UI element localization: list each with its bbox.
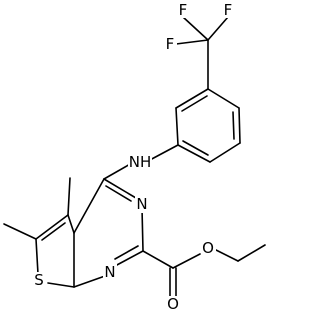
bond-c2-n1 — [114, 250, 144, 267]
bond-n3-c2 — [141, 207, 144, 252]
bond-ph-3 — [209, 142, 241, 163]
bond-c5-methyl — [67, 177, 71, 216]
atom-s: S — [34, 271, 44, 289]
bond-ph-2 — [238, 107, 241, 144]
bond-cf3-f-top-left — [182, 16, 209, 41]
bonds — [3, 16, 266, 297]
atom-nh: NH — [129, 153, 152, 171]
bond-c2-n1-inner — [114, 245, 139, 260]
bond-c4a-c4 — [73, 178, 105, 234]
bond-ph-5 — [175, 107, 179, 146]
atom-n-ring-lower: N — [104, 263, 115, 281]
bond-ph-6 — [175, 88, 209, 109]
atom-f-top-left: F — [179, 1, 188, 19]
bond-c5-c6-inner — [41, 222, 66, 241]
atom-f-top-right: F — [224, 1, 233, 19]
bond-c5-c6 — [35, 214, 69, 240]
bond-c4-n3 — [103, 178, 137, 199]
atom-labels: F F F NH N N S O O — [32, 1, 235, 313]
atom-n-ring-upper: N — [136, 195, 147, 213]
bond-o-ethyl-ch2 — [215, 249, 239, 262]
bond-n1-c7a — [73, 275, 106, 288]
bond-c4-n3-inner — [105, 185, 132, 202]
bond-s-c7a — [47, 282, 75, 288]
atom-o-carbonyl: O — [167, 295, 179, 313]
bond-ph-4 — [177, 144, 211, 163]
bond-cf3-f-top-right — [207, 16, 229, 41]
bond-cf3-f-left — [175, 39, 209, 45]
bond-ethyl-ch2-ch3 — [237, 244, 266, 262]
bond-ph-1 — [207, 88, 240, 109]
bond-ph-6-inner — [181, 95, 208, 112]
bond-nh-c4 — [103, 162, 133, 180]
bond-ph-4-inner — [182, 140, 209, 156]
bond-c6-s — [35, 238, 39, 275]
bond-c2-carbonyl — [142, 250, 174, 269]
atom-f-left: F — [166, 35, 175, 53]
bond-c6-methyl — [3, 223, 37, 240]
atom-o-ether: O — [202, 239, 214, 257]
bond-nh-phenyl — [147, 144, 179, 162]
bond-ph-2-inner — [232, 111, 235, 140]
bond-c4a-c5 — [67, 214, 75, 234]
bond-carbonyl-o-ether — [172, 253, 201, 269]
